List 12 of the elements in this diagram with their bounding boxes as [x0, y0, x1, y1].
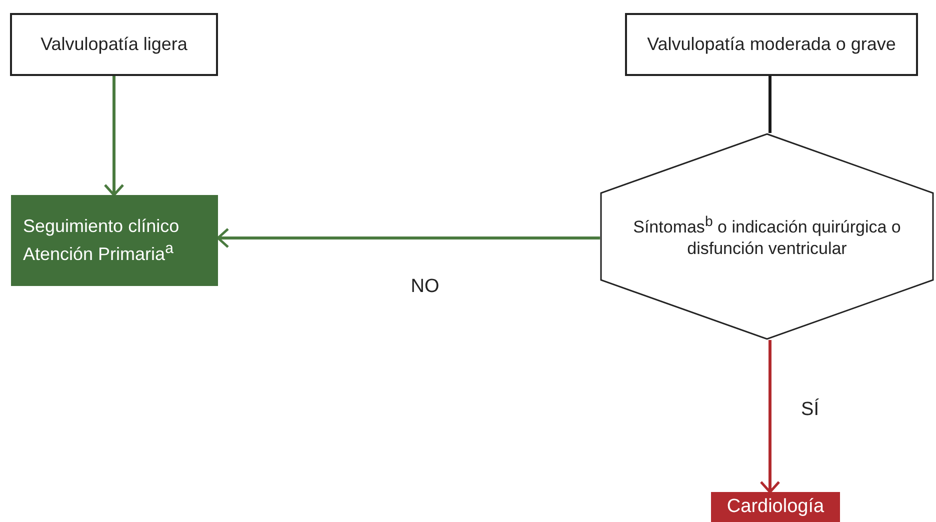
- node-text: Valvulopatía moderada o grave: [647, 32, 896, 56]
- process-box: [11, 195, 218, 286]
- node-text: Síntomas$^{b}$ o indicación quirúrgica o disfunción ventricular: [632, 212, 902, 260]
- node-text: Seguimiento clínico Atención Primaria$^{a}$: [23, 215, 180, 266]
- arrow: [216, 228, 600, 248]
- node-text: Valvulopatía ligera: [40, 32, 188, 56]
- process-box: [711, 492, 840, 522]
- process-box: [10, 13, 218, 76]
- process-box: [625, 13, 918, 76]
- node-text: Cardiología: [726, 494, 824, 519]
- arrow: [104, 76, 124, 196]
- arrow: [760, 340, 780, 494]
